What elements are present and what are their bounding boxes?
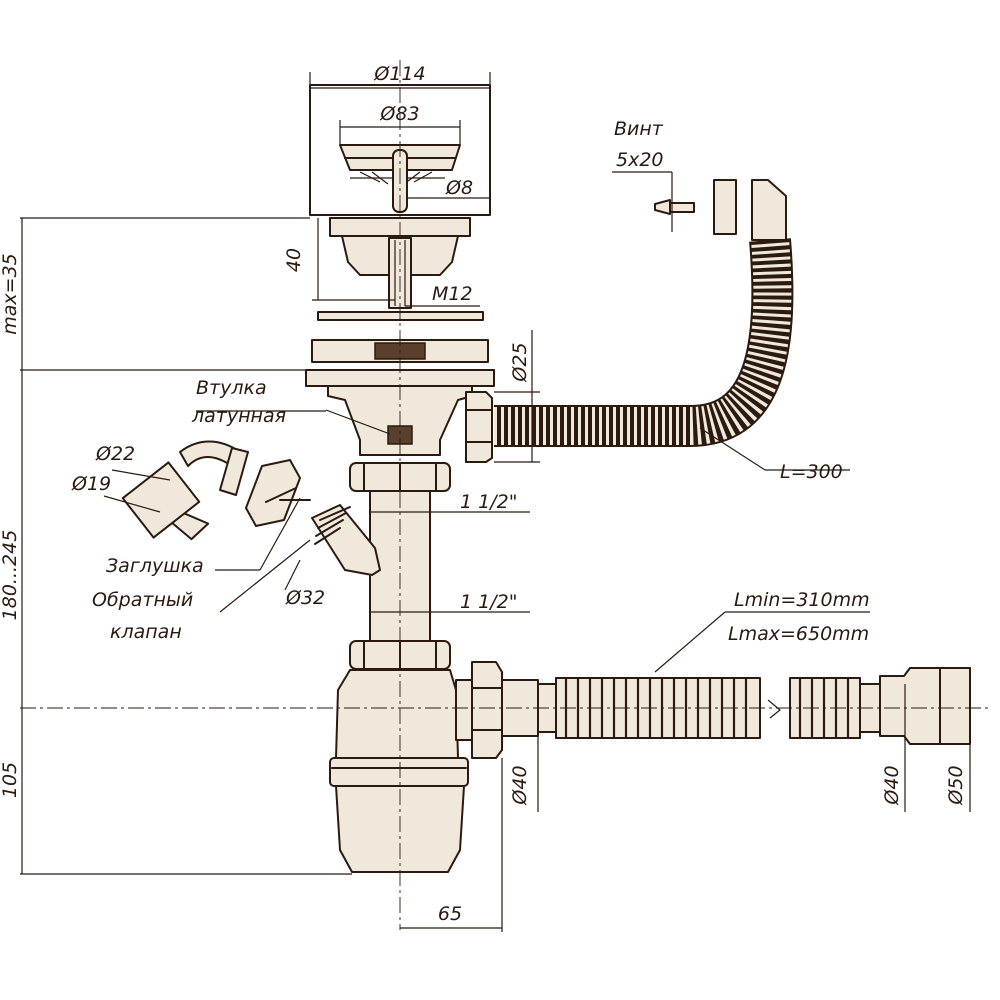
drain-body bbox=[305, 217, 495, 463]
annotations: Ø114 Ø83 Ø8 40 M12 Ø25 max=35 180...245 … bbox=[0, 63, 967, 925]
dim-d40-trap: Ø40 bbox=[509, 765, 531, 805]
label-valve: клапан bbox=[110, 621, 182, 643]
label-screw-size: 5x20 bbox=[616, 149, 664, 171]
label-brass: латунная bbox=[191, 405, 286, 427]
dim-d8: Ø8 bbox=[445, 177, 473, 199]
dim-h105: 105 bbox=[0, 762, 21, 798]
dim-max35: max=35 bbox=[0, 253, 21, 335]
exploded-hose-adapter bbox=[121, 440, 311, 541]
overflow-hose bbox=[494, 179, 794, 447]
dim-thread-upper: 1 1/2" bbox=[460, 491, 517, 513]
dim-h40: 40 bbox=[283, 248, 305, 272]
label-plug: Заглушка bbox=[106, 555, 204, 577]
dim-m12: M12 bbox=[432, 283, 473, 305]
label-bushing: Втулка bbox=[196, 377, 267, 399]
dim-d25: Ø25 bbox=[509, 342, 531, 382]
dim-d22: Ø22 bbox=[95, 443, 135, 465]
label-screw: Винт bbox=[614, 118, 664, 140]
label-hose-max: Lmax=650mm bbox=[728, 623, 869, 645]
strainer-assembly bbox=[309, 84, 491, 216]
dim-d83: Ø83 bbox=[379, 103, 419, 125]
dim-thread-lower: 1 1/2" bbox=[460, 591, 517, 613]
label-overflow-length: L=300 bbox=[780, 461, 843, 483]
dim-d32: Ø32 bbox=[285, 587, 325, 609]
dim-d114: Ø114 bbox=[373, 63, 425, 85]
corrugated-drain-hose bbox=[555, 667, 971, 745]
center-axes bbox=[20, 60, 990, 930]
label-check: Обратный bbox=[92, 589, 193, 611]
dim-d40-hose: Ø40 bbox=[881, 765, 903, 805]
dim-d50: Ø50 bbox=[945, 765, 967, 805]
upper-nut-and-pipe bbox=[311, 462, 451, 670]
label-hose-min: Lmin=310mm bbox=[734, 589, 870, 611]
dimension-lines bbox=[20, 72, 971, 932]
dim-w65: 65 bbox=[438, 903, 462, 925]
dim-d19: Ø19 bbox=[71, 473, 111, 495]
dim-range: 180...245 bbox=[0, 530, 21, 621]
